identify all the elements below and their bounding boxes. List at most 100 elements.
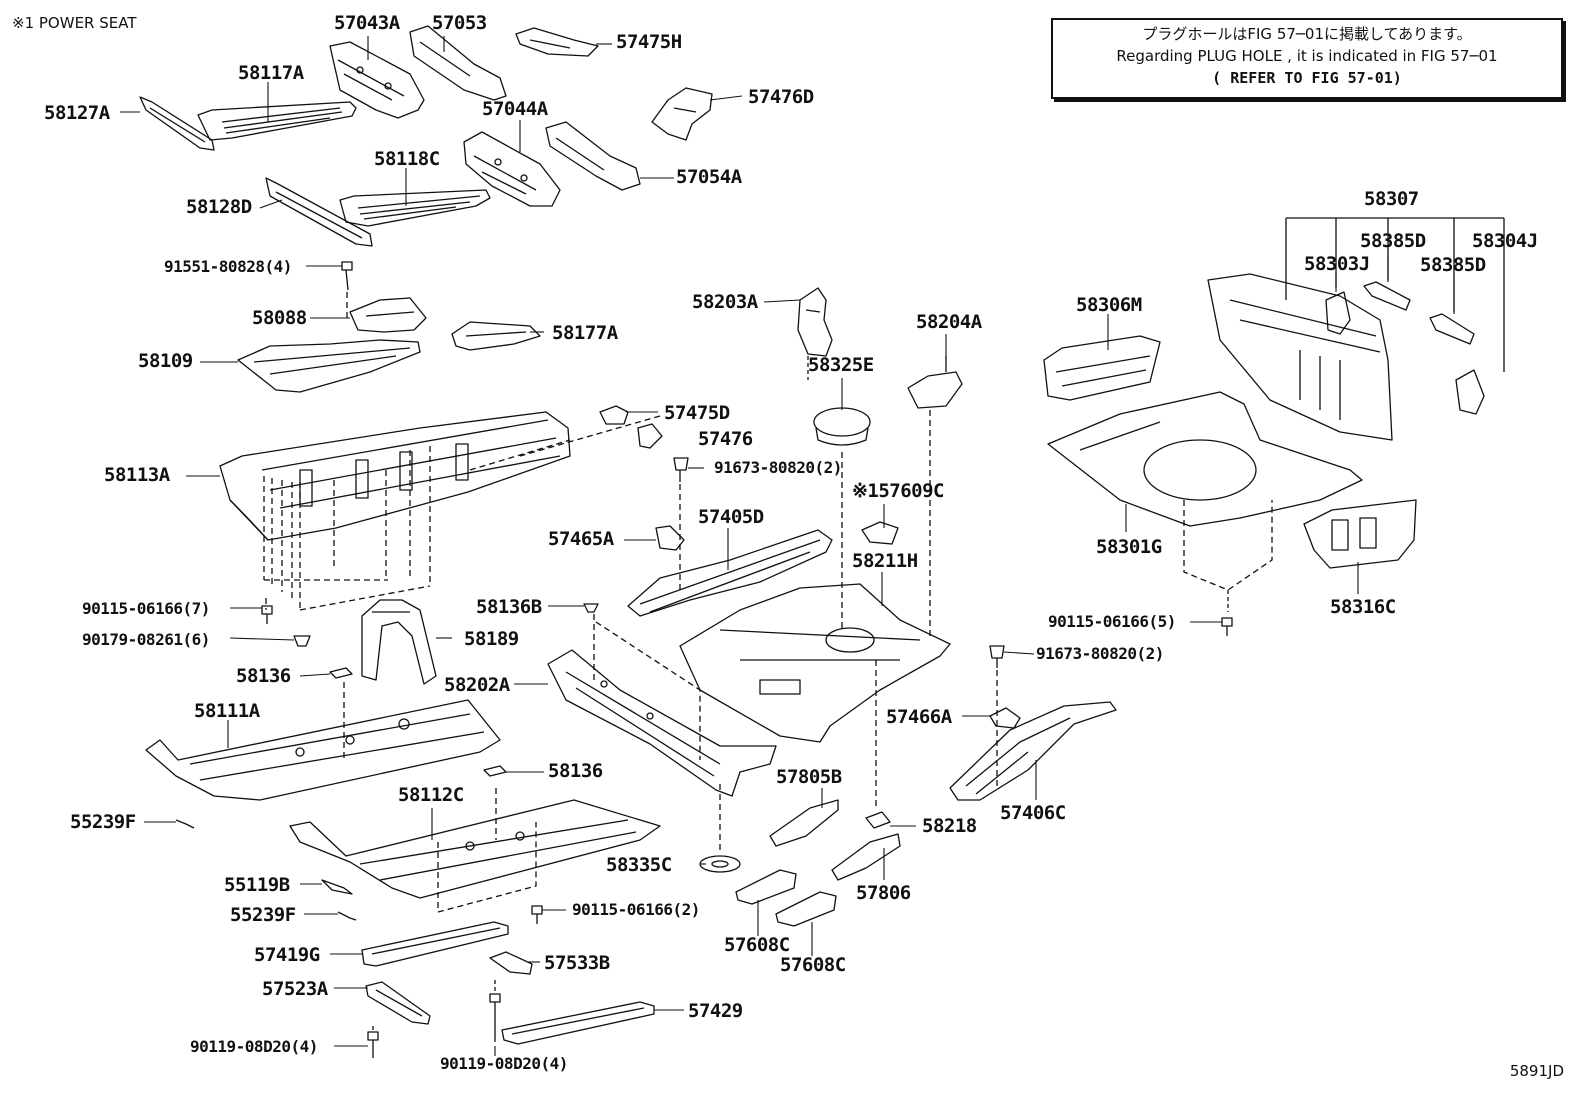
bolt-91673-2-drawing <box>989 645 1005 668</box>
label-58218[interactable]: 58218 <box>922 815 977 837</box>
label-58385D-lower[interactable]: 58385D <box>1420 254 1486 276</box>
label-58325E[interactable]: 58325E <box>808 354 874 376</box>
label-57053[interactable]: 57053 <box>432 12 487 34</box>
part-57054A-drawing <box>545 121 641 191</box>
plug-hole-notice: プラグホールはFIG 57─01に掲載してあります。 Regarding PLU… <box>1051 18 1563 99</box>
label-57465A[interactable]: 57465A <box>548 528 614 550</box>
bolt-90115-7-drawing <box>261 605 273 624</box>
part-58211H-drawing <box>679 583 951 743</box>
label-58335C[interactable]: 58335C <box>606 854 672 876</box>
label-57475H[interactable]: 57475H <box>616 31 682 53</box>
label-58113A[interactable]: 58113A <box>104 464 170 486</box>
label-55119B[interactable]: 55119B <box>224 874 290 896</box>
label-58203A[interactable]: 58203A <box>692 291 758 313</box>
label-90115-06166-2[interactable]: 90115-06166(2) <box>572 900 700 919</box>
label-58204A[interactable]: 58204A <box>916 311 982 333</box>
label-58088[interactable]: 58088 <box>252 307 307 329</box>
part-57609C-drawing <box>861 521 899 545</box>
part-58204A-drawing <box>907 356 963 409</box>
bolt-91551-drawing <box>341 261 353 291</box>
label-57419G[interactable]: 57419G <box>254 944 320 966</box>
label-90179-08261[interactable]: 90179-08261(6) <box>82 630 210 649</box>
label-90119-08D20-left[interactable]: 90119-08D20(4) <box>190 1037 318 1056</box>
part-57608C-2-drawing <box>775 891 837 927</box>
label-58136-upper[interactable]: 58136 <box>236 665 291 687</box>
label-58128D[interactable]: 58128D <box>186 196 252 218</box>
label-90119-08D20-right[interactable]: 90119-08D20(4) <box>440 1054 568 1073</box>
label-57043A[interactable]: 57043A <box>334 12 400 34</box>
part-58128D-drawing <box>265 177 373 247</box>
label-58109[interactable]: 58109 <box>138 350 193 372</box>
notice-line-reference: ( REFER TO FIG 57-01) <box>1212 69 1402 87</box>
label-90115-06166-7[interactable]: 90115-06166(7) <box>82 599 210 618</box>
label-58177A[interactable]: 58177A <box>552 322 618 344</box>
part-58307-drawing <box>1207 273 1393 441</box>
part-58303J-drawing <box>1325 291 1351 335</box>
label-57608C-left[interactable]: 57608C <box>724 934 790 956</box>
part-58113A-drawing <box>219 411 571 541</box>
part-58189-drawing <box>361 599 437 685</box>
label-91551-80828[interactable]: 91551-80828(4) <box>164 257 292 276</box>
label-57406C[interactable]: 57406C <box>1000 802 1066 824</box>
label-57609C[interactable]: ※157609C <box>852 480 945 502</box>
label-58385D-upper[interactable]: 58385D <box>1360 230 1426 252</box>
label-57533B[interactable]: 57533B <box>544 952 610 974</box>
label-58136B[interactable]: 58136B <box>476 596 542 618</box>
label-90115-06166-5[interactable]: 90115-06166(5) <box>1048 612 1176 631</box>
part-58306M-drawing <box>1043 335 1161 401</box>
part-58136-1-drawing <box>329 667 353 679</box>
bolt-91673-1-drawing <box>673 457 689 482</box>
part-58301G-drawing <box>1047 391 1363 527</box>
label-58136-lower[interactable]: 58136 <box>548 760 603 782</box>
part-58088-drawing <box>349 297 427 333</box>
label-57608C-right[interactable]: 57608C <box>780 954 846 976</box>
part-58177A-drawing <box>451 321 541 351</box>
bolt-90119-2-drawing <box>489 993 501 1042</box>
label-57466A[interactable]: 57466A <box>886 706 952 728</box>
label-57475D[interactable]: 57475D <box>664 402 730 424</box>
part-57419G-drawing <box>361 921 509 967</box>
part-55119B-drawing <box>321 879 353 895</box>
label-58211H[interactable]: 58211H <box>852 550 918 572</box>
label-57476D[interactable]: 57476D <box>748 86 814 108</box>
label-57806[interactable]: 57806 <box>856 882 911 904</box>
label-58202A[interactable]: 58202A <box>444 674 510 696</box>
part-57043A-drawing <box>329 41 425 119</box>
part-58112C-drawing <box>289 799 661 899</box>
clip-90179-drawing <box>293 635 311 647</box>
label-57054A[interactable]: 57054A <box>676 166 742 188</box>
label-57429[interactable]: 57429 <box>688 1000 743 1022</box>
label-55239F-upper[interactable]: 55239F <box>70 811 136 833</box>
label-57805B[interactable]: 57805B <box>776 766 842 788</box>
label-55239F-lower[interactable]: 55239F <box>230 904 296 926</box>
label-57405D[interactable]: 57405D <box>698 506 764 528</box>
label-58301G[interactable]: 58301G <box>1096 536 1162 558</box>
label-58303J[interactable]: 58303J <box>1304 253 1370 275</box>
label-58189[interactable]: 58189 <box>464 628 519 650</box>
label-58127A[interactable]: 58127A <box>44 102 110 124</box>
label-58306M[interactable]: 58306M <box>1076 294 1142 316</box>
part-57476D-drawing <box>651 87 713 141</box>
label-58307[interactable]: 58307 <box>1364 188 1419 210</box>
label-58111A[interactable]: 58111A <box>194 700 260 722</box>
label-57476[interactable]: 57476 <box>698 428 753 450</box>
label-58112C[interactable]: 58112C <box>398 784 464 806</box>
part-58203A-drawing <box>797 287 833 357</box>
part-58111A-drawing <box>145 699 501 801</box>
label-57044A[interactable]: 57044A <box>482 98 548 120</box>
part-57475D-drawing <box>599 405 629 425</box>
label-57523A[interactable]: 57523A <box>262 978 328 1000</box>
label-58316C[interactable]: 58316C <box>1330 596 1396 618</box>
part-57406C-drawing <box>949 701 1117 801</box>
part-58307-bracket <box>1285 217 1505 372</box>
part-57044A-drawing <box>463 131 561 207</box>
label-58118C[interactable]: 58118C <box>374 148 440 170</box>
part-55239F-1-drawing <box>175 819 195 829</box>
part-57533B-drawing <box>489 951 533 975</box>
label-58117A[interactable]: 58117A <box>238 62 304 84</box>
part-58117A-drawing <box>197 101 357 141</box>
label-58304J[interactable]: 58304J <box>1472 230 1538 252</box>
label-91673-80820-upper[interactable]: 91673-80820(2) <box>714 458 842 477</box>
label-91673-80820-lower[interactable]: 91673-80820(2) <box>1036 644 1164 663</box>
